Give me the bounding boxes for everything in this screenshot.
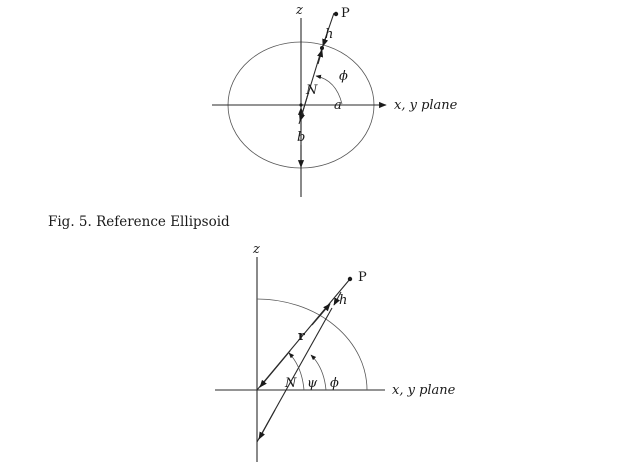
- semi-major-label: a: [334, 98, 342, 113]
- figure-caption: Fig. 5. Reference Ellipsoid: [48, 214, 230, 230]
- normal-label: N: [305, 83, 318, 98]
- geocentric-angle-arc: [288, 352, 305, 391]
- point-p-label: P: [341, 6, 350, 21]
- normal-arrow-down: [258, 409, 276, 440]
- radius-arrow-down: [259, 350, 291, 388]
- point-p-marker: [333, 11, 339, 17]
- radius-arrow-up: [311, 303, 331, 326]
- plane-label: x, y plane: [392, 383, 456, 398]
- height-label: h: [339, 293, 347, 308]
- angle-phi-label: ϕ: [339, 69, 348, 84]
- normal-arrow-up: [317, 49, 324, 65]
- surface-point: [320, 46, 324, 50]
- quarter-section-diagram: z P h r N ψ ϕ x, y plane: [215, 242, 456, 462]
- height-label: h: [325, 27, 333, 42]
- angle-phi-label: ϕ: [330, 376, 339, 391]
- latitude-arc: [315, 74, 343, 105]
- normal-arrow-down: [299, 93, 309, 122]
- height-arrow: [333, 291, 342, 306]
- height-arrow-down: [322, 33, 329, 47]
- quarter-ellipse-arc: [256, 298, 368, 391]
- point-p-label: P: [358, 270, 367, 285]
- point-p-marker: [347, 276, 353, 282]
- z-axis-label: z: [295, 3, 303, 18]
- semi-minor-label: b: [297, 130, 305, 145]
- angle-psi-label: ψ: [307, 376, 318, 391]
- ellipsoid-diagram: z P h ϕ N a x, y plane b: [212, 3, 458, 197]
- origin-point: [299, 103, 303, 107]
- radius-label: r: [298, 329, 305, 344]
- normal-label: N: [284, 376, 297, 391]
- plane-label: x, y plane: [394, 98, 458, 113]
- z-axis-label: z: [252, 242, 260, 257]
- geodetic-angle-arc: [310, 354, 327, 391]
